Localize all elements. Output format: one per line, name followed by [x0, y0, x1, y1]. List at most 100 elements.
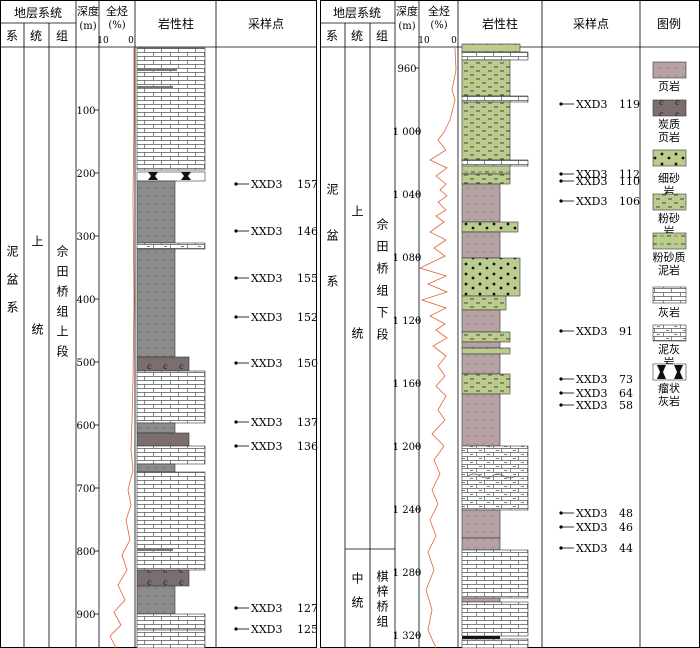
right-sample-number-7: 58	[619, 399, 633, 412]
left-sample-label-5: XXD3	[251, 416, 282, 429]
right-series-middle-label: 中统	[350, 571, 364, 620]
right-sample-label-3: XXD3	[576, 195, 607, 208]
left-depth-label-0: 100	[76, 106, 95, 117]
left-lithology-column	[136, 47, 206, 648]
legend-label-3: 粉砂岩	[658, 212, 680, 238]
left-sample-number-7: 127	[297, 602, 318, 615]
header-sampling-points: 采样点	[248, 16, 284, 31]
left-sample-dot-3	[234, 315, 238, 319]
right-depth-label-4: 1 120	[393, 316, 422, 327]
left-sample-dot-7	[234, 606, 238, 610]
left-sample-dot-2	[234, 276, 238, 280]
right-lithology-column	[461, 43, 529, 648]
left-sample-number-4: 150	[297, 357, 318, 370]
right-depth-label-6: 1 200	[393, 442, 422, 453]
right-panel: 地层系统 系 统 组 深度 (m) 全烃 (%) 10 0 岩性柱 采样点 图例…	[320, 0, 700, 648]
left-sample-label-0: XXD3	[251, 178, 282, 191]
left-depth-label-2: 300	[76, 232, 95, 243]
right-sample-dot-9	[559, 525, 563, 529]
legend-swatch-0	[652, 61, 687, 79]
right-sample-label-10: XXD3	[576, 542, 607, 555]
right-sample-label-6: XXD3	[576, 387, 607, 400]
right-sample-label-2: XXD3	[576, 175, 607, 188]
left-sample-label-4: XXD3	[251, 357, 282, 370]
left-depth-label-8: 900	[76, 610, 95, 621]
right-sample-dot-8	[559, 511, 563, 515]
header-stratigraphy: 地层系统	[14, 6, 62, 20]
legend-nodular-icon	[657, 365, 683, 379]
right-sample-dot-5	[559, 377, 563, 381]
right-system-label: 泥盆系	[325, 183, 339, 321]
right-sample-number-3: 106	[619, 195, 640, 208]
left-system-label: 泥盆系	[5, 245, 19, 329]
header-depth-unit: (m)	[79, 21, 96, 32]
right-sample-dot-6	[559, 391, 563, 395]
header-formation-right: 组	[376, 29, 388, 43]
header-series: 统	[30, 29, 42, 43]
left-formation-label: 佘田桥组上段	[55, 244, 69, 365]
right-sample-dot-0	[559, 102, 563, 106]
right-sample-dot-7	[559, 403, 563, 407]
left-depth-label-1: 200	[76, 169, 95, 180]
right-depth-label-2: 1 040	[393, 190, 422, 201]
right-sample-label-7: XXD3	[576, 399, 607, 412]
right-sample-number-1: 112	[619, 168, 640, 181]
scale-max-right: 10	[418, 36, 430, 46]
left-sample-dot-0	[234, 182, 238, 186]
right-sample-dot-4	[559, 329, 563, 333]
left-sample-dot-5	[234, 420, 238, 424]
right-sample-number-4: 91	[619, 325, 633, 338]
right-formation-middle-label: 棋梓桥组	[375, 570, 389, 630]
legend-label-6: 泥灰岩	[658, 342, 680, 369]
right-sample-label-4: XXD3	[576, 325, 607, 338]
header-lithology-column-right: 岩性柱	[482, 16, 518, 31]
right-depth-label-5: 1 160	[393, 379, 422, 390]
header-depth: 深度	[77, 4, 99, 18]
right-depth-label-0: 960	[397, 64, 416, 75]
scale-max: 10	[97, 36, 109, 46]
right-sample-label-5: XXD3	[576, 373, 607, 386]
legend-label-0: 页岩	[658, 79, 680, 93]
right-sample-dot-3	[559, 199, 563, 203]
header-lithology-column: 岩性柱	[158, 16, 194, 31]
right-sample-number-9: 46	[619, 521, 633, 534]
header-hydrocarbon-right: 全烃	[428, 4, 450, 18]
right-sample-number-10: 44	[619, 542, 633, 555]
right-sample-label-1: XXD3	[576, 168, 607, 181]
left-sample-label-6: XXD3	[251, 440, 282, 453]
right-depth-label-1: 1 000	[393, 127, 422, 138]
right-depth-label-8: 1 280	[393, 568, 422, 579]
legend-label-1: 炭质页岩	[658, 118, 680, 144]
scale-min-right: 0	[451, 36, 457, 46]
header-depth-right: 深度	[396, 4, 418, 18]
header-depth-unit-right: (m)	[398, 21, 415, 32]
header-stratigraphy-right: 地层系统	[333, 6, 381, 20]
header-formation: 组	[56, 29, 68, 43]
left-depth-label-7: 800	[76, 547, 95, 558]
left-depth-label-6: 700	[76, 484, 95, 495]
right-sample-number-0: 119	[619, 98, 640, 111]
right-sample-dot-1	[559, 172, 563, 176]
left-sample-label-2: XXD3	[251, 272, 282, 285]
left-sample-dot-8	[234, 627, 238, 631]
right-series-upper-label: 上统	[350, 205, 364, 449]
right-formation-upper-label: 佘田桥组下段	[375, 217, 389, 350]
right-sample-dot-10	[559, 546, 563, 550]
right-depth-label-3: 1 080	[393, 253, 422, 264]
header-hydrocarbon: 全烃	[106, 4, 128, 18]
left-sample-dot-6	[234, 444, 238, 448]
right-sample-number-8: 48	[619, 507, 633, 520]
left-sample-label-8: XXD3	[251, 623, 282, 636]
legend-label-5: 灰岩	[658, 305, 680, 319]
left-hydrocarbon-curve	[109, 48, 135, 648]
legend-label-7: 瘤状灰岩	[658, 381, 680, 408]
legend-swatch-4	[652, 232, 687, 250]
left-sample-dot-4	[234, 361, 238, 365]
left-sample-label-1: XXD3	[251, 225, 282, 238]
left-series-label: 上统	[30, 235, 44, 411]
